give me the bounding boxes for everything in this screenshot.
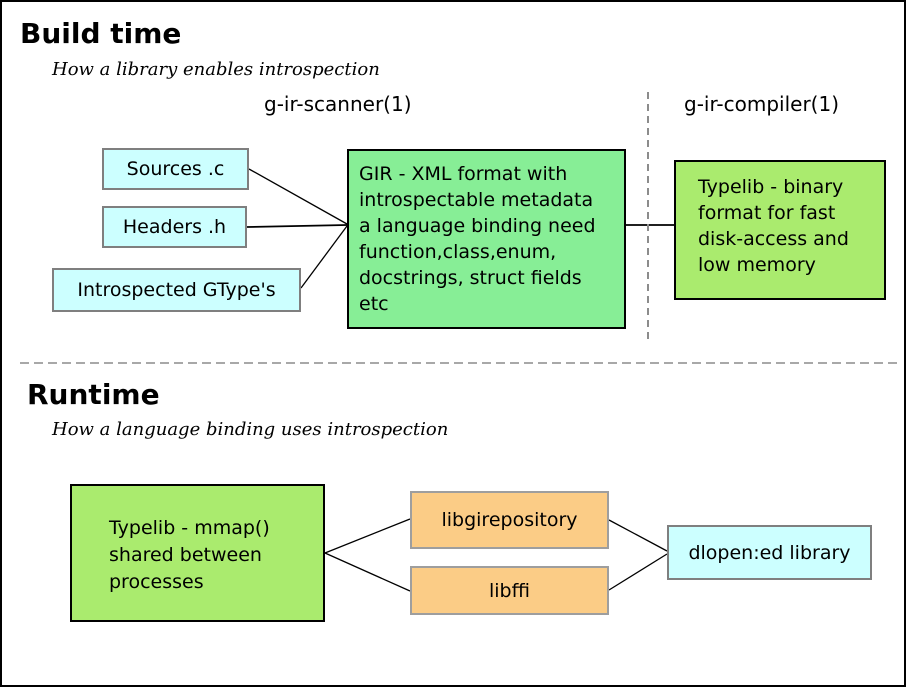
gir-xml-format-box: GIR - XML format with introspectable met…: [347, 149, 626, 329]
g-ir-compiler-label: g-ir-compiler(1): [684, 92, 840, 116]
runtime-subtitle: How a language binding uses introspectio…: [52, 419, 449, 440]
typelib-binary-format-box: Typelib - binary format for fast disk-ac…: [674, 160, 886, 300]
runtime-title: Runtime: [27, 378, 160, 411]
build-time-subtitle: How a library enables introspection: [52, 59, 380, 80]
dlopened-library-box: dlopen:ed library: [667, 525, 872, 580]
libffi-box: libffi: [410, 566, 609, 615]
line-mmap-to-libffi: [324, 552, 411, 592]
introspected-gtypes-box: Introspected GType's: [52, 268, 301, 312]
line-headers-to-gir: [246, 224, 348, 228]
headers-h-box: Headers .h: [102, 206, 247, 248]
g-ir-scanner-label: g-ir-scanner(1): [264, 92, 412, 116]
sources-c-box: Sources .c: [102, 148, 249, 190]
line-gtypes-to-gir: [300, 225, 348, 289]
line-libgirepository-to-dlopen: [608, 519, 668, 552]
line-sources-to-gir: [248, 168, 348, 225]
libgirepository-box: libgirepository: [410, 491, 609, 549]
line-mmap-to-libgirepository: [324, 518, 411, 554]
line-libffi-to-dlopen: [608, 553, 668, 591]
build-time-title: Build time: [20, 17, 182, 50]
typelib-mmap-box: Typelib - mmap() shared between processe…: [70, 484, 325, 622]
